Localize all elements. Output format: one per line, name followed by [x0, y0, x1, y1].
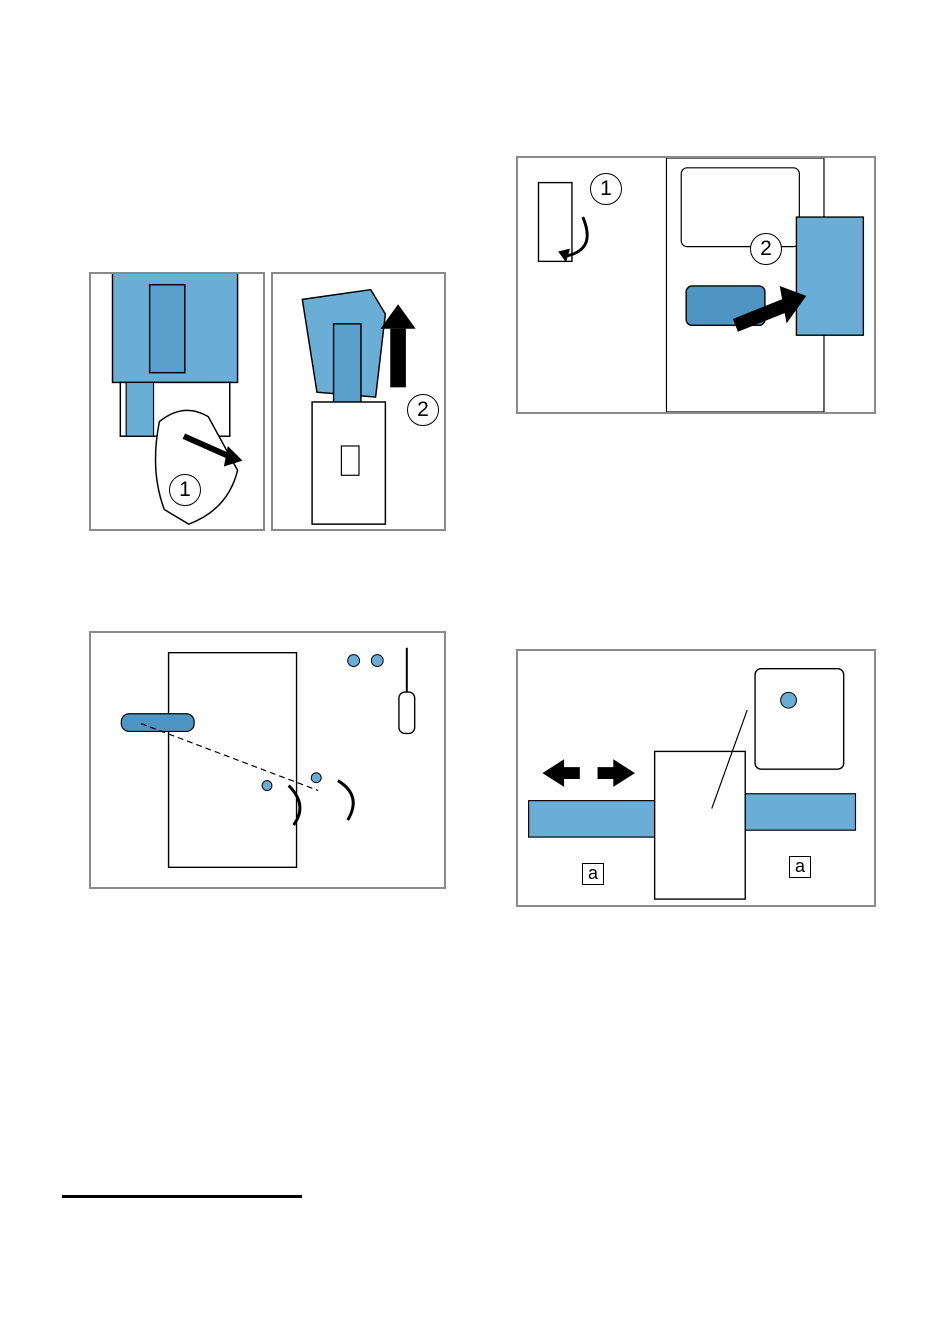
footnote-separator — [62, 1195, 302, 1198]
figure-move-hinge: 1 2 — [516, 156, 876, 414]
step-2-callout: 2 — [407, 394, 439, 426]
move-hinge-illustration — [518, 158, 874, 412]
panel-label-a-left: a — [582, 863, 604, 885]
screw-bracket-illustration — [91, 633, 444, 887]
step-1-callout: 1 — [590, 173, 622, 205]
figure-pull-cover: 1 — [89, 272, 265, 531]
panel-label-a-right: a — [789, 856, 811, 878]
step-1-callout: 1 — [169, 474, 201, 506]
figure-adjust-panel: a a — [516, 649, 876, 907]
figure-screw-bracket — [89, 631, 446, 889]
figure-lift-cover: 2 — [271, 272, 446, 531]
step-2-callout: 2 — [750, 233, 782, 265]
adjust-panel-illustration — [518, 651, 874, 905]
